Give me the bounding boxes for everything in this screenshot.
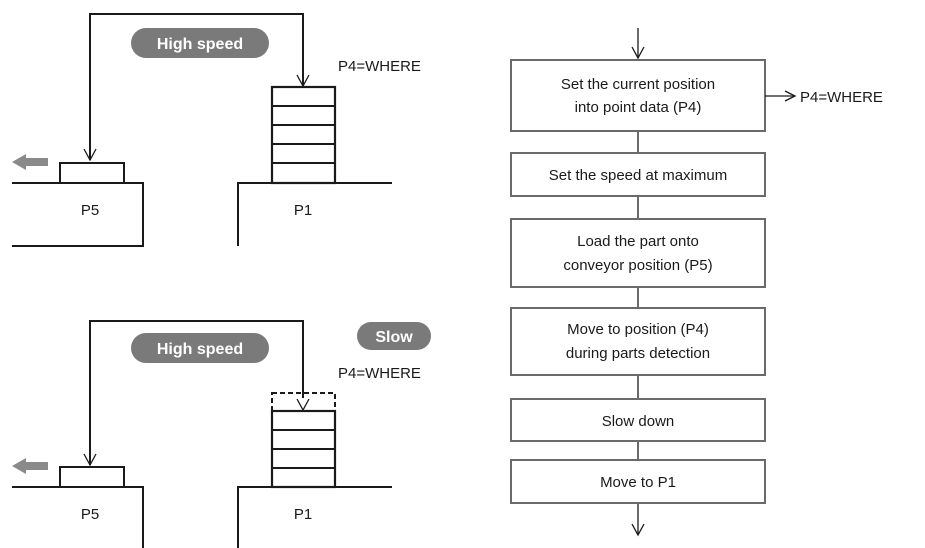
flow-step-4-line-1: Move to position (P4): [567, 321, 709, 338]
bottom-arrow-down-left: [83, 453, 97, 467]
top-panel: High speed P4=WHERE P5 P1: [12, 13, 421, 247]
bottom-where-label: P4=WHERE: [338, 365, 421, 382]
flow-step-5-line-1: Slow down: [602, 413, 675, 430]
bottom-left-p5-label: P5: [81, 506, 99, 523]
top-right-p1-label: P1: [294, 202, 312, 219]
side-output-label: P4=WHERE: [800, 89, 883, 106]
flow-step-1: [510, 59, 766, 132]
flow-step-2: [510, 152, 766, 197]
top-high-speed-badge: [131, 28, 269, 58]
flow-step-1-line-1: Set the current position: [561, 76, 715, 93]
bottom-right-table: [237, 486, 392, 548]
flow-step-4: [510, 307, 766, 376]
bottom-left-part: [59, 466, 125, 488]
bottom-arrow-down-right: [296, 398, 310, 412]
top-parts-stack: [270, 85, 337, 185]
top-where-label: P4=WHERE: [338, 58, 421, 75]
flow-step-5: [510, 398, 766, 442]
flow-entry-arrow: [631, 46, 645, 60]
top-high-speed-label: High speed: [157, 36, 243, 53]
flow-exit-arrow: [631, 523, 645, 537]
bottom-high-speed-badge: [131, 333, 269, 363]
top-arrow-down-left: [83, 148, 97, 162]
flow-step-3-line-2: conveyor position (P5): [563, 257, 712, 274]
bottom-right-p1-label: P1: [294, 506, 312, 523]
bottom-high-speed-label: High speed: [157, 341, 243, 358]
top-left-motion-arrow: [12, 154, 48, 170]
flow-step-4-line-2: during parts detection: [566, 345, 710, 362]
top-left-part: [59, 162, 125, 184]
flowchart: Set the current position into point data…: [510, 28, 883, 537]
flow-step-3-line-1: Load the part onto: [577, 233, 699, 250]
bottom-transfer-path: [89, 320, 304, 465]
top-left-p5-label: P5: [81, 202, 99, 219]
side-output-arrow: [784, 90, 797, 102]
bottom-left-conveyor: [12, 486, 144, 548]
flow-step-6: [510, 459, 766, 504]
flow-step-2-line-1: Set the speed at maximum: [549, 167, 727, 184]
slow-label: Slow: [375, 329, 413, 346]
top-left-conveyor: [12, 182, 144, 247]
flow-step-6-line-1: Move to P1: [600, 474, 676, 491]
flow-step-1-line-2: into point data (P4): [575, 99, 702, 116]
bottom-left-motion-arrow: [12, 458, 48, 474]
flow-step-3: [510, 218, 766, 288]
top-transfer-path: [89, 13, 304, 160]
bottom-panel: High speed Slow P4=WHERE P5 P1: [12, 320, 431, 548]
slow-badge: [357, 322, 431, 350]
top-right-table: [237, 182, 392, 246]
